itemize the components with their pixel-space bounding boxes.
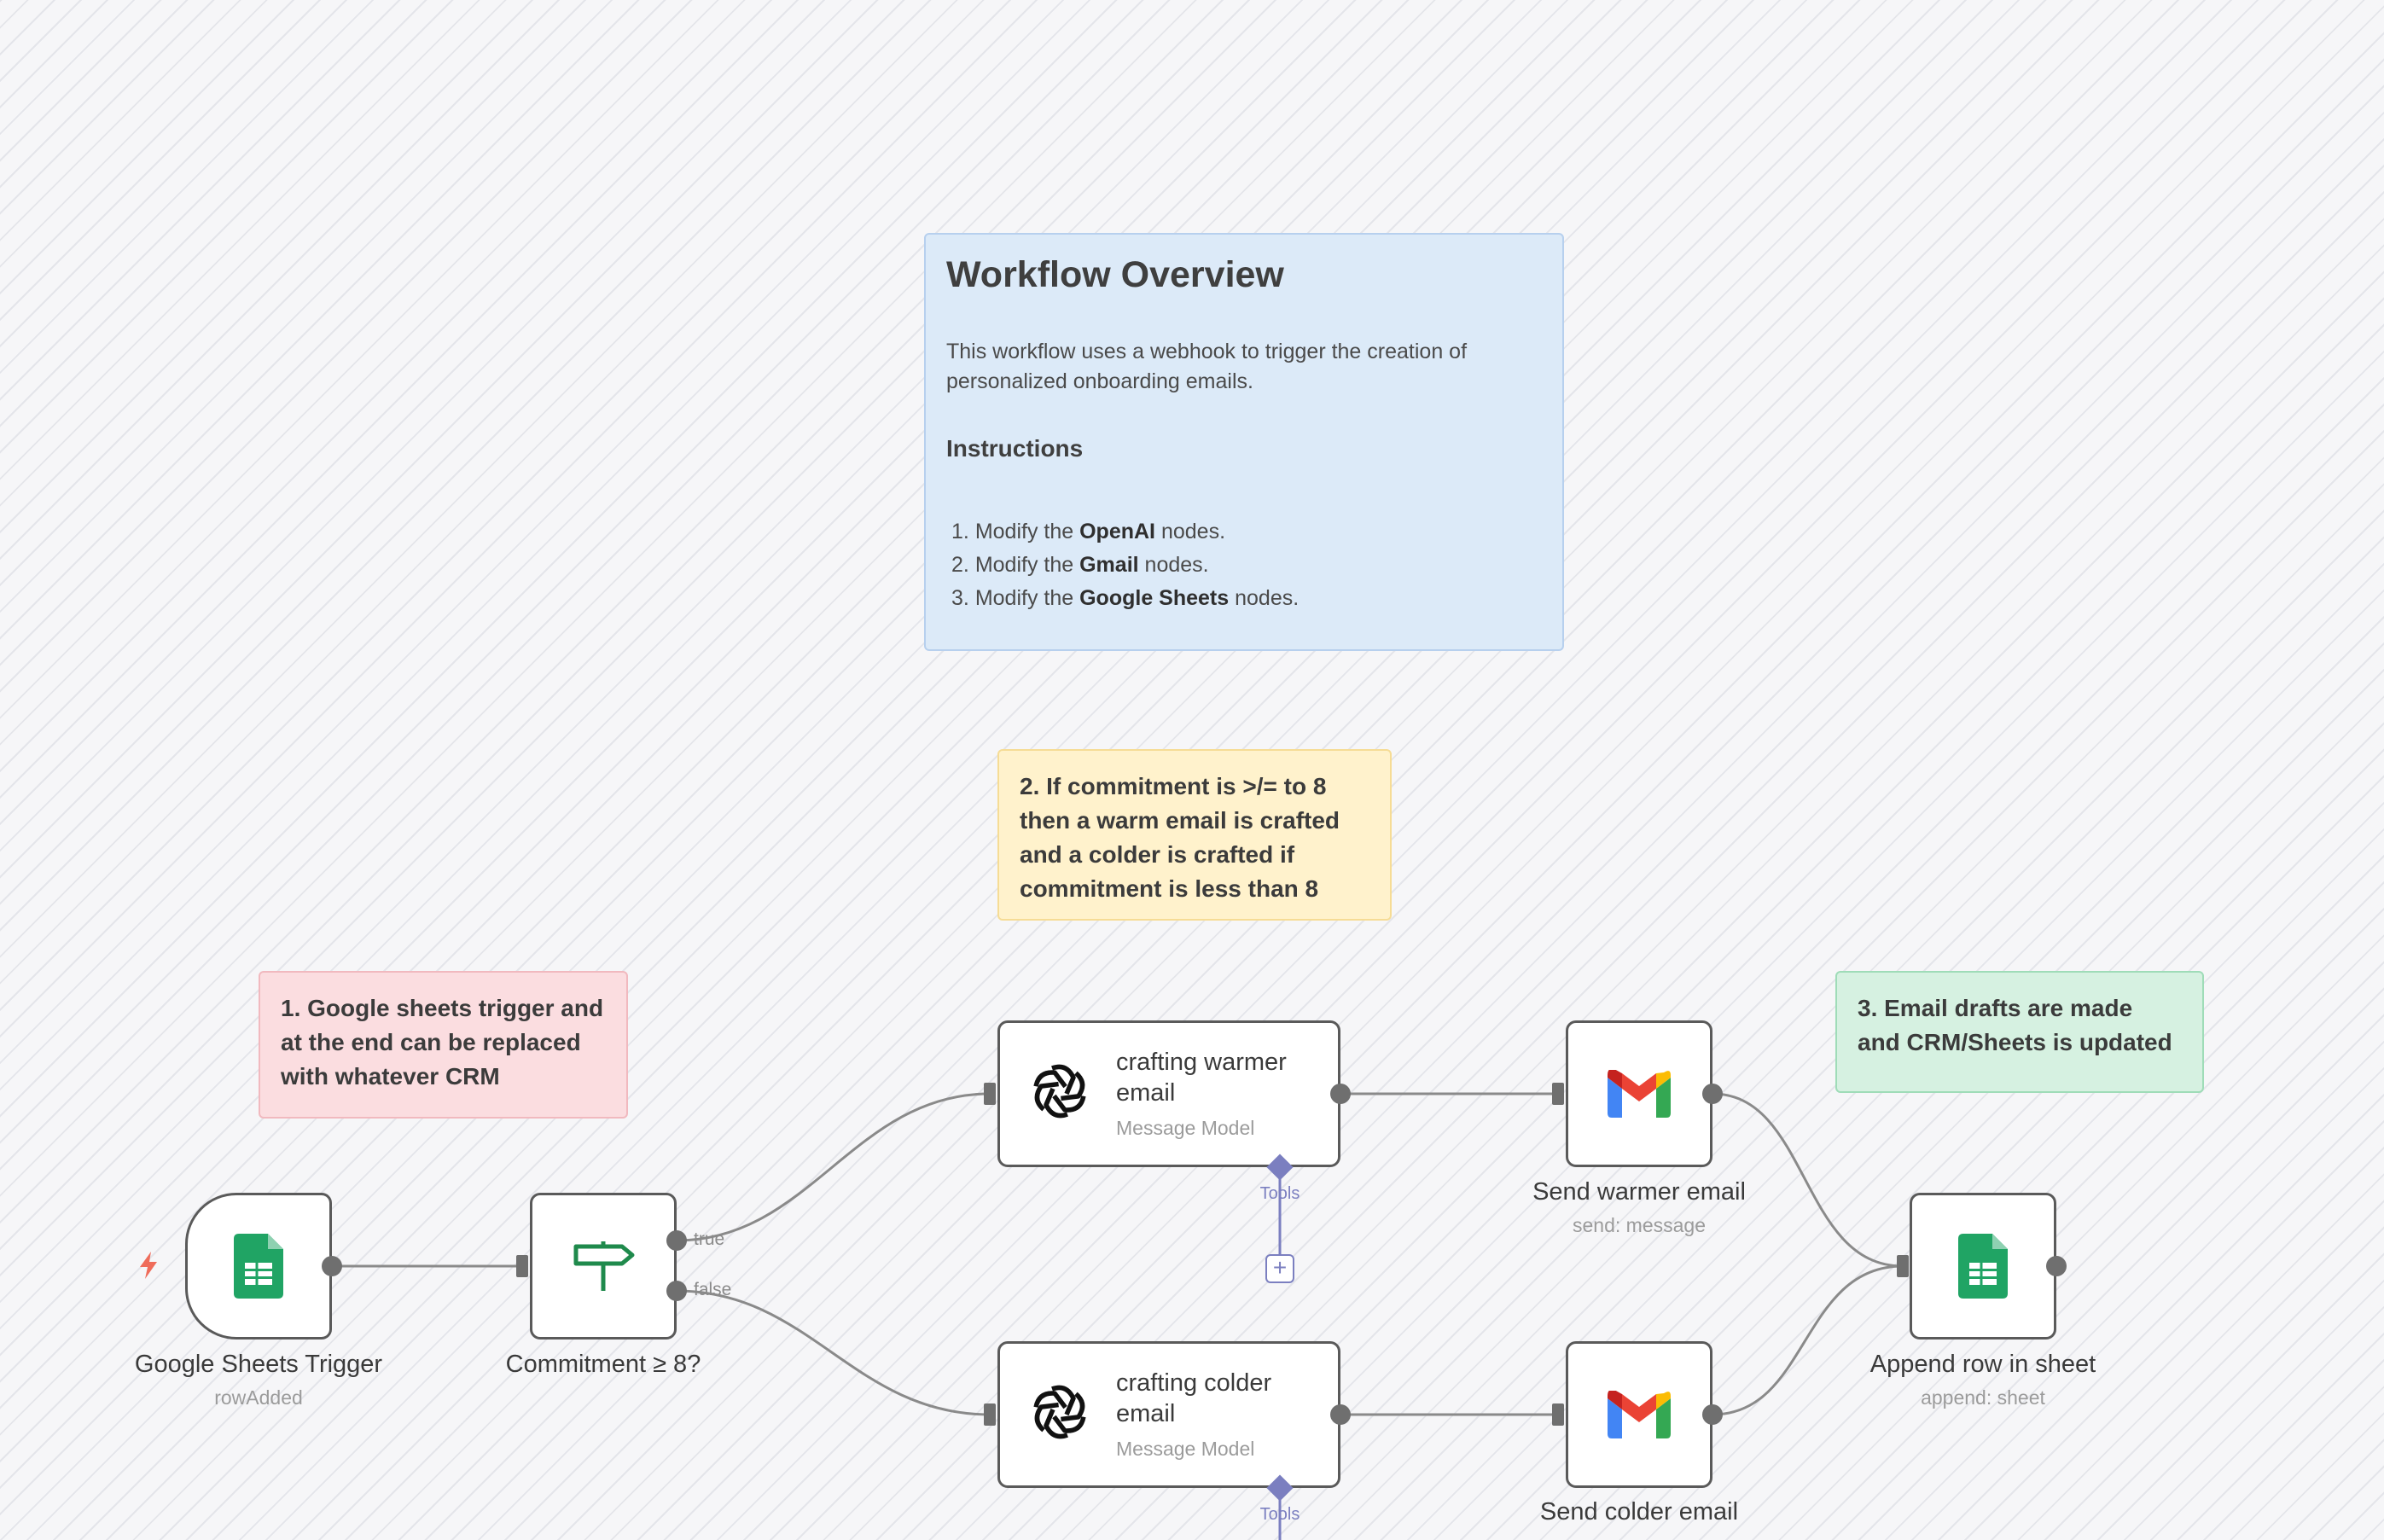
cold-ai-title: crafting colder email [1116,1369,1272,1427]
if-false-output-handle[interactable] [666,1281,687,1301]
trigger-output-handle[interactable] [322,1256,342,1276]
warm-ai-input-port[interactable] [984,1083,996,1105]
edge-if-false-to-cold-ai [676,1289,991,1416]
gmail-icon [1568,1344,1710,1485]
append-node-subtitle: append: sheet [1921,1386,2045,1409]
cold-ai-input-port[interactable] [984,1403,996,1426]
crafting-warmer-email-node[interactable]: crafting warmer email Message Model [997,1020,1340,1167]
cold-gmail-output-handle[interactable] [1702,1404,1723,1425]
append-node-label: Append row in sheet [1869,1351,2096,1378]
edge-cold-gmail-to-append [1712,1264,1904,1416]
cold-ai-tools-label: Tools [1259,1505,1300,1524]
warm-ai-title: crafting warmer email [1116,1049,1287,1107]
step1-note[interactable]: 1. Google sheets trigger and at the end … [259,971,628,1119]
warm-ai-subtitle: Message Model [1116,1117,1255,1139]
warm-gmail-label: Send warmer email [1532,1178,1746,1206]
instructions-list: 1. Modify the OpenAI nodes. 2. Modify th… [946,515,1542,615]
trigger-node-label: Google Sheets Trigger [134,1351,383,1378]
warm-ai-output-handle[interactable] [1330,1084,1351,1104]
send-colder-email-node[interactable] [1566,1341,1712,1488]
cold-gmail-label: Send colder email [1539,1498,1739,1525]
google-sheets-trigger-node[interactable] [185,1193,332,1340]
if-true-output-handle[interactable] [666,1230,687,1251]
openai-icon [1024,1055,1096,1127]
openai-icon [1024,1376,1096,1448]
overview-description: This workflow uses a webhook to trigger … [946,340,1468,393]
step3-note[interactable]: 3. Email drafts are made and CRM/Sheets … [1835,971,2204,1093]
signpost-icon [532,1195,674,1337]
warm-gmail-subtitle: send: message [1573,1214,1706,1236]
add-tool-button[interactable]: + [1265,1254,1294,1283]
true-branch-label: true [694,1229,725,1249]
if-node-label: Commitment ≥ 8? [505,1351,701,1378]
edge-warm-gmail-to-append [1712,1092,1904,1268]
step2-note[interactable]: 2. If commitment is >/= to 8 then a warm… [997,749,1392,921]
instruction-item: 3. Modify the Google Sheets nodes. [951,586,1300,610]
workflow-overview-note[interactable]: Workflow Overview This workflow uses a w… [924,233,1564,651]
trigger-node-subtitle: rowAdded [214,1386,303,1409]
trigger-bolt-icon [140,1252,157,1279]
instruction-item: 2. Modify the Gmail nodes. [951,553,1209,577]
warm-ai-tools-label: Tools [1259,1184,1300,1203]
cold-gmail-input-port[interactable] [1552,1403,1564,1426]
step2-note-text: 2. If commitment is >/= to 8 then a warm… [1020,773,1340,902]
step3-note-text: 3. Email drafts are made and CRM/Sheets … [1858,995,2172,1055]
send-warmer-email-node[interactable] [1566,1020,1712,1167]
crafting-colder-email-node[interactable]: crafting colder email Message Model [997,1341,1340,1488]
false-branch-label: false [694,1280,732,1299]
edge-if-true-to-warm-ai [676,1092,991,1242]
google-sheets-icon [1912,1195,2054,1337]
commitment-if-node[interactable] [530,1193,677,1340]
if-input-port[interactable] [516,1255,528,1277]
gmail-icon [1568,1023,1710,1165]
google-sheets-icon [188,1195,329,1337]
append-row-in-sheet-node[interactable] [1910,1193,2056,1340]
instructions-heading: Instructions [946,435,1084,462]
cold-ai-subtitle: Message Model [1116,1438,1255,1460]
instruction-item: 1. Modify the OpenAI nodes. [951,520,1226,543]
append-output-handle[interactable] [2046,1256,2067,1276]
warm-gmail-output-handle[interactable] [1702,1084,1723,1104]
cold-ai-output-handle[interactable] [1330,1404,1351,1425]
append-input-port[interactable] [1897,1255,1909,1277]
step1-note-text: 1. Google sheets trigger and at the end … [281,995,604,1090]
warm-gmail-input-port[interactable] [1552,1083,1564,1105]
overview-title: Workflow Overview [946,254,1284,295]
